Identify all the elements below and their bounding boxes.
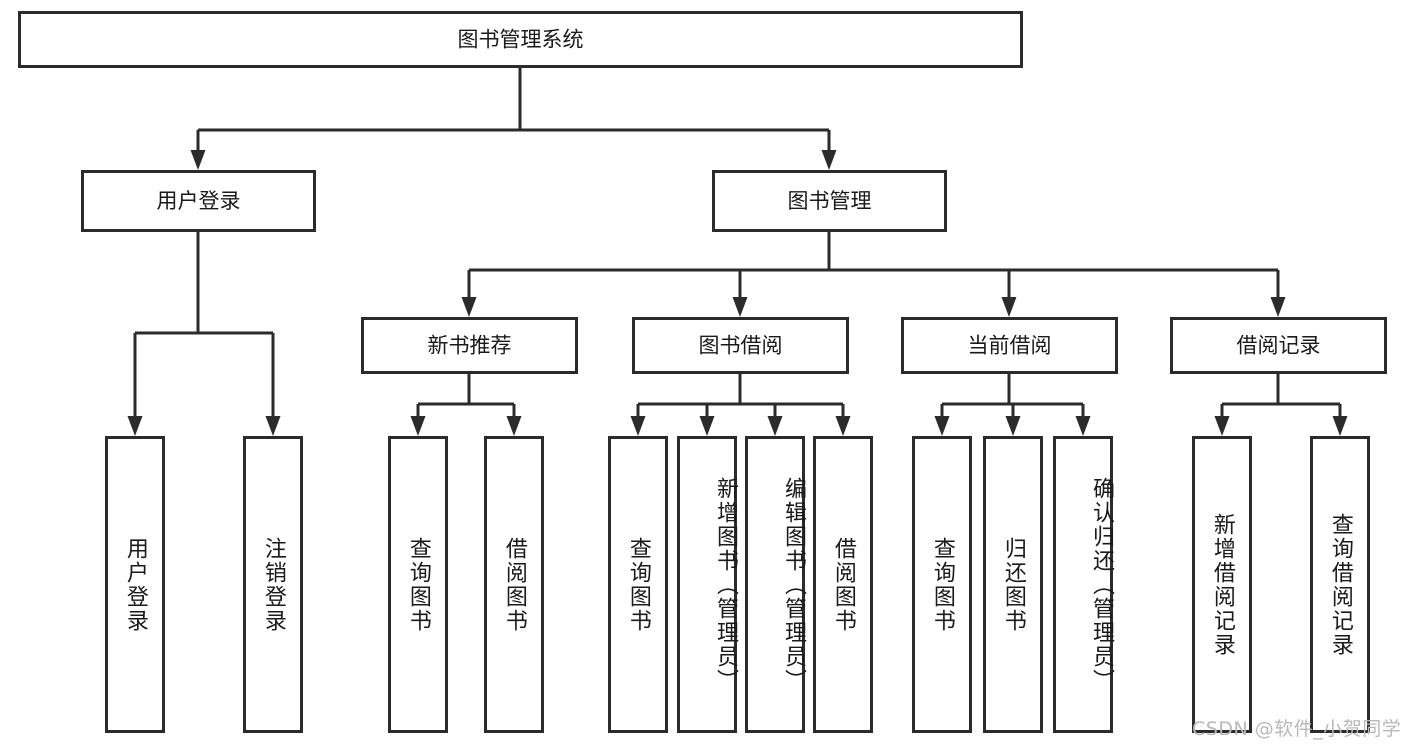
connector-layer [127,68,1348,436]
connector-conn-user-login [127,232,281,436]
node-box [243,436,303,733]
arrow-head-icon [934,416,950,436]
node-box [813,436,873,733]
node-label: 图书管理 [788,189,872,213]
connector-conn-new-book [410,374,522,436]
node-box [1053,436,1113,733]
node-current-borrow[interactable]: 当前借阅 [901,317,1118,374]
node-box [1170,317,1387,374]
node-box [632,317,849,374]
node-label: 借阅记录 [1237,334,1321,358]
node-box [1310,436,1370,733]
node-label: 新书推荐 [428,334,512,358]
arrow-head-icon [461,297,477,317]
node-box [484,436,544,733]
node-user-login[interactable]: 用户登录 [81,170,316,232]
arrow-head-icon [630,416,646,436]
node-label: 图书管理系统 [458,28,584,52]
node-borrow-record[interactable]: 借阅记录 [1170,317,1387,374]
node-leaf-logout[interactable] [243,436,303,733]
connector-conn-book-borrow [630,374,851,436]
arrow-head-icon [127,416,143,436]
arrow-head-icon [821,150,837,170]
node-leaf-confirm-return[interactable] [1053,436,1113,733]
arrow-head-icon [732,297,748,317]
node-box [388,436,448,733]
arrow-head-icon [1005,416,1021,436]
csdn-watermark: CSDN @软件_小贺同学 [1192,718,1402,740]
node-box [18,11,1023,68]
node-box [608,436,668,733]
arrow-head-icon [835,416,851,436]
arrow-head-icon [699,416,715,436]
connector-conn-book-manage [461,232,1286,317]
arrow-head-icon [1001,297,1017,317]
node-box [677,436,737,733]
arrow-head-icon [1214,416,1230,436]
arrow-head-icon [767,416,783,436]
node-leaf-query-book-1[interactable] [388,436,448,733]
connector-conn-borrow-record [1214,374,1348,436]
node-box [1192,436,1252,733]
node-label: 当前借阅 [968,334,1052,358]
node-leaf-user-login[interactable] [105,436,165,733]
arrow-head-icon [1075,416,1091,436]
node-box [712,170,947,232]
node-box [81,170,316,232]
node-box [745,436,805,733]
connector-conn-root [190,68,837,170]
node-book-manage[interactable]: 图书管理 [712,170,947,232]
arrow-head-icon [190,150,206,170]
arrow-head-icon [410,416,426,436]
node-box [105,436,165,733]
node-leaf-add-record[interactable] [1192,436,1252,733]
node-leaf-query-book-2[interactable] [608,436,668,733]
node-label: 图书借阅 [699,334,783,358]
node-leaf-query-book-3[interactable] [912,436,972,733]
arrow-head-icon [1270,297,1286,317]
arrow-head-icon [265,416,281,436]
node-leaf-query-record[interactable] [1310,436,1370,733]
node-leaf-return-book[interactable] [983,436,1043,733]
node-box [983,436,1043,733]
node-box [361,317,578,374]
arrow-head-icon [1332,416,1348,436]
node-leaf-borrow-book-2[interactable] [813,436,873,733]
node-box [901,317,1118,374]
node-box [912,436,972,733]
node-root[interactable]: 图书管理系统 [18,11,1023,68]
node-leaf-add-book[interactable] [677,436,737,733]
node-label: 用户登录 [157,189,241,213]
node-leaf-edit-book[interactable] [745,436,805,733]
node-leaf-borrow-book-1[interactable] [484,436,544,733]
arrow-head-icon [506,416,522,436]
node-book-borrow[interactable]: 图书借阅 [632,317,849,374]
node-new-book-recommend[interactable]: 新书推荐 [361,317,578,374]
connector-conn-current-borrow [934,374,1091,436]
